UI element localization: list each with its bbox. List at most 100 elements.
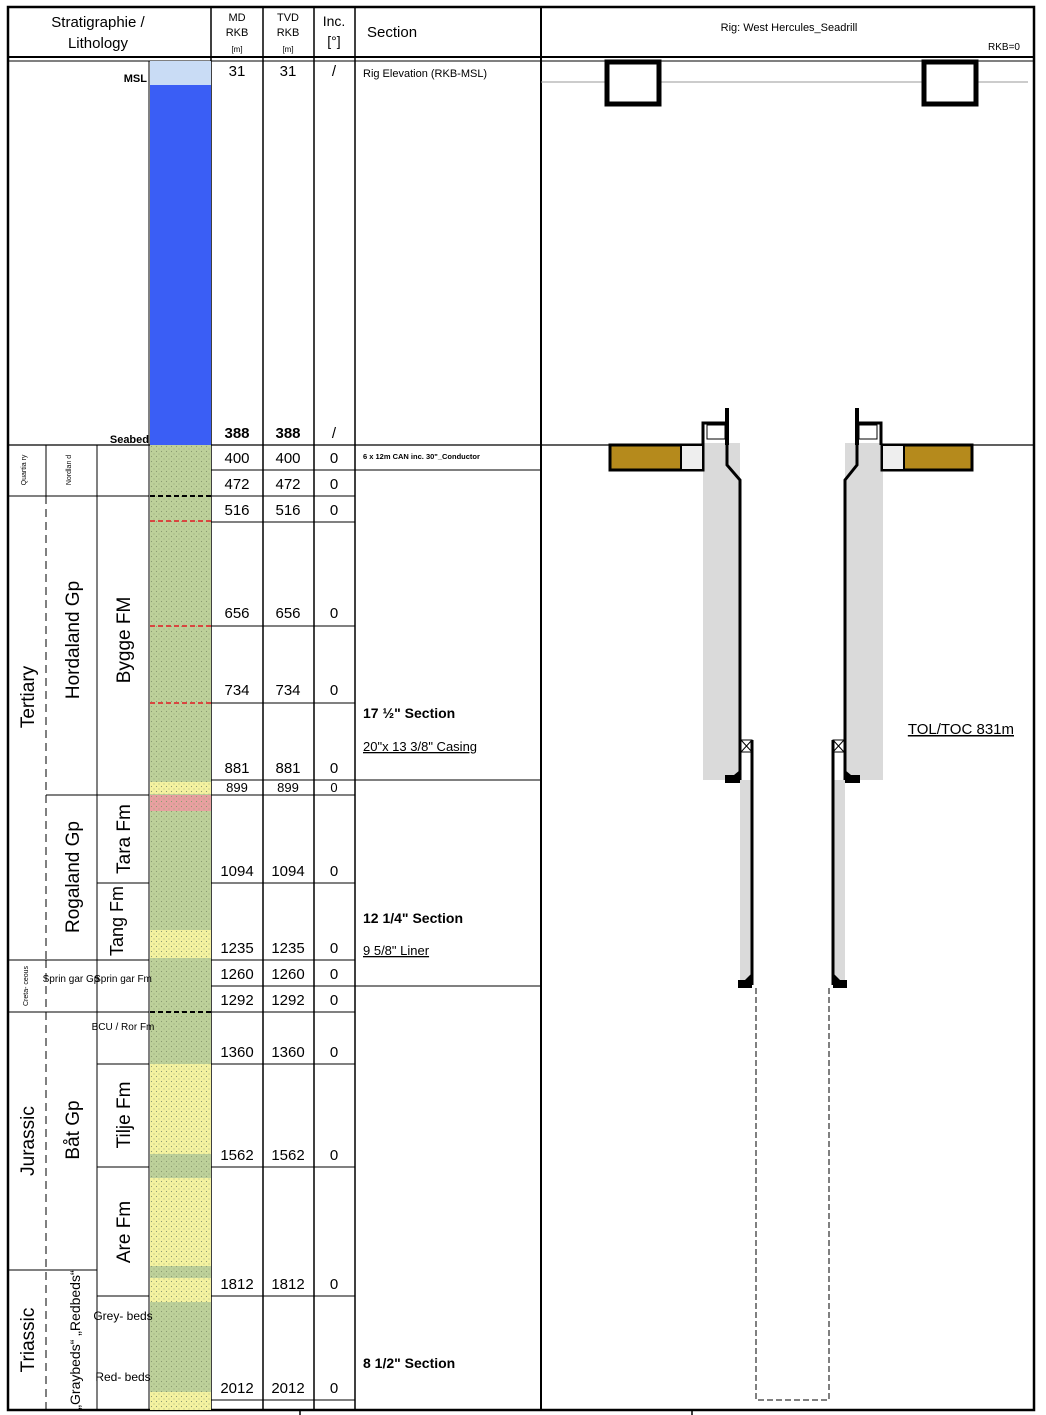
tvd-cell: 656 [275,605,300,622]
inc-cell: 0 [330,450,338,467]
md-cell: 400 [224,450,249,467]
formation-tara: Tara Fm [114,804,135,874]
depth-table: 31 31 / 388 388 / 400 400 0 472 472 0 51… [220,63,338,1397]
rig-right-box [921,59,979,107]
formation-tang: Tang Fm [107,886,127,956]
formation-bygge: Bygge FM [114,597,135,684]
header-strat-line1: Stratigraphie / [51,14,145,31]
section-8-label: 8 1/2" Section [363,1355,455,1371]
tvd-cell: 2012 [271,1380,304,1397]
seabed-label: Seabed [110,434,149,446]
header-tvd-unit: [m] [282,45,293,54]
md-cell: 31 [229,63,246,80]
header-section: Section [367,24,417,41]
inc-cell: / [332,425,337,442]
tvd-cell: 881 [275,760,300,777]
table-row: 1812 1812 0 [220,1276,338,1293]
tvd-cell: 388 [275,425,300,442]
table-row: 1360 1360 0 [220,1044,338,1061]
header-tvd-line1: TVD [277,12,299,24]
rig-elevation-label: Rig Elevation (RKB-MSL) [363,68,487,80]
water-labels: MSL Seabed Rig Elevation (RKB-MSL) 6 x 1… [110,68,487,461]
stratigraphy-labels: Quartia ry Nordlan d Tertiary Hordaland … [18,454,154,1410]
tvd-cell: 734 [275,682,300,699]
table-row: 516 516 0 [224,502,338,519]
md-cell: 1292 [220,992,253,1009]
section-12-label: 12 1/4" Section [363,910,463,926]
table-row: 734 734 0 [224,682,338,699]
table-header: Stratigraphie / Lithology MD RKB [m] TVD… [51,12,1020,54]
inc-cell: 0 [330,760,338,777]
tvd-cell: 1292 [271,992,304,1009]
system-triassic: Triassic [18,1308,39,1373]
inc-cell: 0 [330,1276,338,1293]
tvd-cell: 400 [275,450,300,467]
section-12-casing: 9 5/8" Liner [363,943,430,958]
inc-cell: 0 [330,992,338,1009]
section-17-casing: 20"x 13 3/8" Casing [363,739,477,754]
table-row: 1292 1292 0 [220,992,338,1009]
inc-cell: 0 [330,863,338,880]
rig-left-box [604,59,662,107]
tvd-cell: 1235 [271,940,304,957]
md-cell: 656 [224,605,249,622]
header-inc: Inc. [323,13,346,29]
wellbore-drawing [541,56,1034,1401]
tvd-cell: 1094 [271,863,304,880]
inc-cell: 0 [330,682,338,699]
table-row: 1094 1094 0 [220,863,338,880]
md-cell: 1812 [220,1276,253,1293]
table-row: 1260 1260 0 [220,966,338,983]
inc-cell: 0 [330,1380,338,1397]
formation-bcu-ror: BCU / Ror Fm [92,1022,155,1033]
header-rig: Rig: West Hercules_Seadrill [721,22,858,34]
inc-cell: 0 [330,605,338,622]
tvd-cell: 472 [275,476,300,493]
md-cell: 1360 [220,1044,253,1061]
section-17-label: 17 ½" Section [363,705,455,721]
tvd-cell: 1562 [271,1147,304,1164]
open-hole-8-half [755,988,830,1401]
header-md-unit: [m] [231,45,242,54]
section-labels: 17 ½" Section 20"x 13 3/8" Casing 12 1/4… [363,705,477,1371]
table-row: 2012 2012 0 [220,1380,338,1397]
formation-tilje: Tilje Fm [114,1082,135,1149]
md-cell: 899 [226,780,248,795]
formation-are: Are Fm [114,1201,135,1263]
table-row: 656 656 0 [224,605,338,622]
inc-cell: 0 [330,940,338,957]
group-graybeds-redbeds: „Graybeds“ „Redbeds“ [67,1270,83,1410]
header-strat-line2: Lithology [68,35,129,52]
header-inc-unit: [°] [327,33,340,49]
tvd-cell: 1260 [271,966,304,983]
md-cell: 1235 [220,940,253,957]
system-tertiary: Tertiary [18,665,39,728]
inc-cell: 0 [330,1044,338,1061]
md-cell: 1260 [220,966,253,983]
header-rkb-zero: RKB=0 [988,42,1020,53]
table-row: 881 881 0 [224,760,338,777]
tvd-cell: 899 [277,780,299,795]
inc-cell: / [332,63,337,80]
lithology-column [150,61,211,1410]
conductor-label: 6 x 12m CAN inc. 30"_Conductor [363,452,480,461]
inc-cell: 0 [330,966,338,983]
formation-greybeds: Grey- beds [93,1309,152,1323]
sea-water-fill [150,85,211,445]
tvd-cell: 1812 [271,1276,304,1293]
table-row: 388 388 / [224,425,336,442]
header-md-line1: MD [228,12,245,24]
group-springar: Sprin gar Gp [43,974,100,985]
table-row: 31 31 / [229,63,337,80]
tvd-cell: 1360 [271,1044,304,1061]
tvd-cell: 516 [275,502,300,519]
group-rogaland: Rogaland Gp [63,821,84,933]
header-md-line2: RKB [226,27,249,39]
md-cell: 516 [224,502,249,519]
table-row: 899 899 0 [226,780,337,795]
table-row: 472 472 0 [224,476,338,493]
inc-cell: 0 [330,780,337,795]
msl-label: MSL [124,73,148,85]
tvd-cell: 31 [280,63,297,80]
